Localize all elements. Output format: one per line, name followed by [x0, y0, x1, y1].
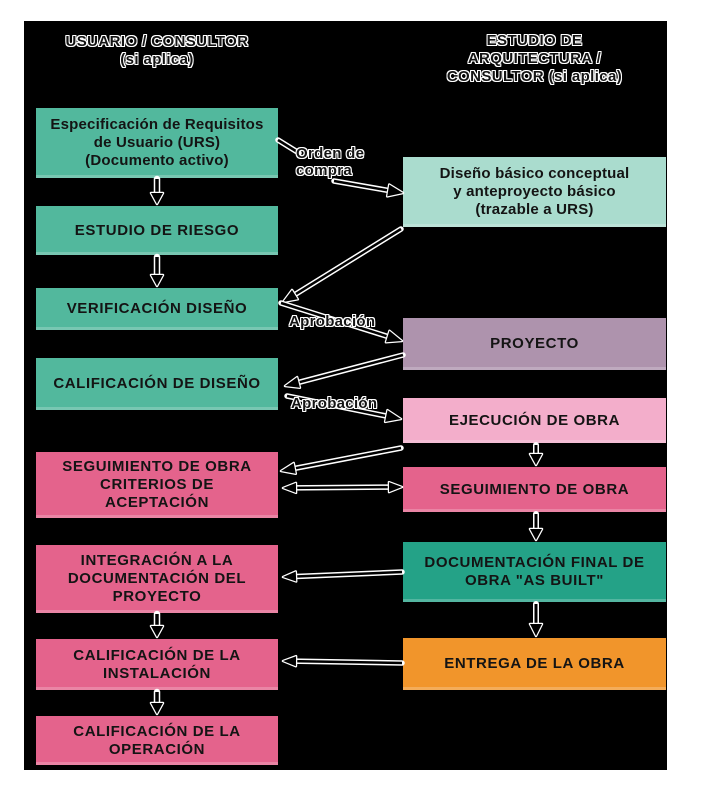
flow-box-seguimiento-obra-criterios: SEGUIMIENTO DE OBRA CRITERIOS DE ACEPTAC… [36, 452, 278, 518]
flow-box-calificacion-operacion: CALIFICACIÓN DE LA OPERACIÓN [36, 716, 278, 765]
flow-box-ejecucion-obra: EJECUCIÓN DE OBRA [403, 398, 666, 443]
column-header-estudio: ESTUDIO DE ARQUITECTURA / CONSULTOR (si … [446, 32, 623, 85]
flow-box-label: SEGUIMIENTO DE OBRA [439, 480, 630, 498]
flow-box-diseno-basico: Diseño básico conceptual y anteproyecto … [403, 157, 666, 227]
flow-box-calificacion-diseno: CALIFICACIÓN DE DISEÑO [36, 358, 278, 410]
flow-box-urs: Especificación de Requisitos de Usuario … [36, 108, 278, 178]
column-header-usuario: USUARIO / CONSULTOR (si aplica) [65, 33, 249, 68]
flow-box-label: ENTREGA DE LA OBRA [444, 655, 625, 672]
arrow-label-orden-de-compra: Orden de compra [296, 145, 365, 179]
flow-box-label: INTEGRACIÓN A LA DOCUMENTACIÓN DEL PROYE… [67, 552, 247, 605]
flow-box-proyecto: PROYECTO [403, 318, 666, 370]
flow-box-label: EJECUCIÓN DE OBRA [448, 411, 621, 429]
flow-box-estudio-riesgo: ESTUDIO DE RIESGO [36, 206, 278, 255]
arrow-label-aprobacion-2: Aprobación [291, 395, 378, 412]
flow-box-label: CALIFICACIÓN DE LA OPERACIÓN [73, 722, 241, 758]
flow-box-seguimiento-obra: SEGUIMIENTO DE OBRA [403, 467, 666, 512]
flow-box-documentacion-final: DOCUMENTACIÓN FINAL DE OBRA "AS BUILT" [403, 542, 666, 602]
flow-box-label: ESTUDIO DE RIESGO [74, 221, 240, 239]
flow-box-label: CALIFICACIÓN DE DISEÑO [53, 375, 261, 392]
flow-box-calificacion-instalacion: CALIFICACIÓN DE LA INSTALACIÓN [36, 639, 278, 690]
flow-box-label: Diseño básico conceptual y anteproyecto … [439, 165, 630, 218]
flow-box-label: DOCUMENTACIÓN FINAL DE OBRA "AS BUILT" [424, 554, 645, 589]
flow-box-label: PROYECTO [490, 335, 579, 352]
flow-box-verificacion-diseno: VERIFICACIÓN DISEÑO [36, 288, 278, 330]
flow-box-label: VERIFICACIÓN DISEÑO [66, 300, 248, 317]
flow-box-label: SEGUIMIENTO DE OBRA CRITERIOS DE ACEPTAC… [62, 458, 252, 511]
arrow-label-aprobacion-1: Aprobación [289, 313, 376, 330]
flow-box-entrega-obra: ENTREGA DE LA OBRA [403, 638, 666, 690]
flow-box-label: Especificación de Requisitos de Usuario … [50, 116, 264, 169]
flow-box-integracion-documentacion: INTEGRACIÓN A LA DOCUMENTACIÓN DEL PROYE… [36, 545, 278, 613]
flow-box-label: CALIFICACIÓN DE LA INSTALACIÓN [73, 646, 241, 682]
